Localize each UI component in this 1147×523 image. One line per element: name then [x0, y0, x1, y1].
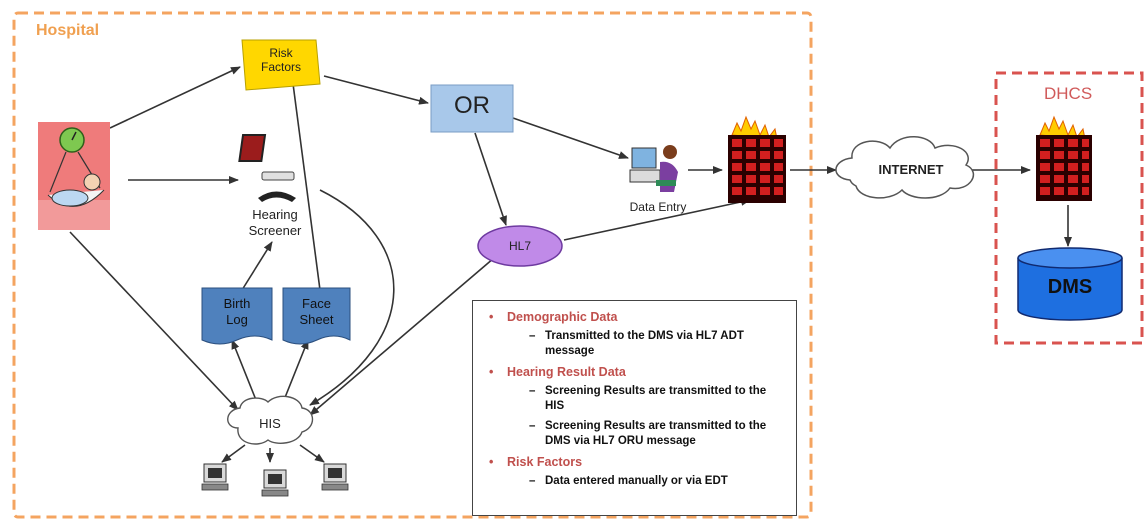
dms-label: DMS [1047, 276, 1093, 298]
edge-or-hl7 [474, 132, 507, 226]
or-box [430, 84, 514, 133]
hospital-label: Hospital [36, 22, 100, 39]
his-label: HIS [259, 416, 281, 431]
his-node [227, 395, 314, 445]
legend-heading-demographic: Demographic Data [481, 309, 788, 325]
firewall-icon [728, 115, 786, 203]
data-entry-label: Data Entry [629, 200, 687, 214]
edge-facesheet-risk [289, 75, 321, 291]
edge-infant-his [69, 231, 239, 411]
risk-factors-label-line1: Risk [269, 46, 293, 60]
dhcs-label: DHCS [1044, 84, 1093, 103]
legend-heading-hearing-result: Hearing Result Data [481, 364, 788, 380]
edge-his-terminal-right [299, 444, 325, 463]
hearing-screener-label-line2: Screener [248, 223, 302, 238]
legend-item-hearing-result-1: Screening Results are transmitted to the… [481, 384, 788, 413]
infant-scale-icon [38, 122, 110, 230]
hospital-boundary [12, 11, 813, 519]
computer-terminal-icon [201, 463, 229, 491]
edge-screener-his [309, 189, 395, 406]
or-label: OR [454, 92, 490, 119]
face-sheet-label-line2: Sheet [299, 312, 334, 327]
risk-factors-label-line2: Factors [260, 60, 301, 74]
risk-factors-label: Risk Factors [246, 46, 316, 74]
risk-factors-note [241, 39, 321, 91]
legend-heading-risk-factors: Risk Factors [481, 454, 788, 470]
firewall-icon [1036, 115, 1092, 201]
edge-his-facesheet [281, 339, 309, 406]
birth-log-label-line1: Birth [223, 296, 251, 311]
hearing-screener-label-line1: Hearing [252, 207, 298, 222]
legend-item-demographic-1: Transmitted to the DMS via HL7 ADT messa… [481, 329, 788, 358]
face-sheet-label-line1: Face [302, 296, 331, 311]
computer-terminal-icon [261, 469, 289, 497]
face-sheet-label: Face Sheet [283, 296, 350, 328]
legend-item-hearing-result-2: Screening Results are transmitted to the… [481, 419, 788, 448]
connectors [69, 66, 1072, 463]
legend-box: Demographic Data Transmitted to the DMS … [472, 300, 797, 516]
birth-log-label: Birth Log [202, 296, 272, 328]
dhcs-boundary [994, 71, 1144, 345]
edge-hl7-firewall [563, 197, 751, 241]
edge-hl7-his [309, 257, 495, 416]
birth-log-document [201, 287, 273, 345]
face-sheet-document [282, 287, 351, 345]
internet-label: INTERNET [878, 162, 944, 177]
hearing-screener-label: Hearing Screener [230, 207, 320, 239]
hl7-node [477, 225, 563, 267]
edge-or-dataentry [512, 117, 629, 159]
edge-risk-or [323, 75, 429, 105]
edge-infant-risk [109, 66, 241, 129]
edge-birthlog-screener [241, 241, 273, 291]
computer-terminal-icon [321, 463, 349, 491]
dms-database [1017, 247, 1123, 321]
hearing-screener-icon [238, 134, 296, 202]
birth-log-label-line2: Log [226, 312, 248, 327]
legend-item-risk-factors-1: Data entered manually or via EDT [481, 474, 788, 489]
edge-his-terminal-left [221, 444, 246, 463]
edge-his-birthlog [231, 339, 259, 406]
internet-cloud [835, 136, 974, 199]
data-entry-workstation-icon [629, 145, 678, 192]
hl7-label: HL7 [508, 239, 531, 253]
